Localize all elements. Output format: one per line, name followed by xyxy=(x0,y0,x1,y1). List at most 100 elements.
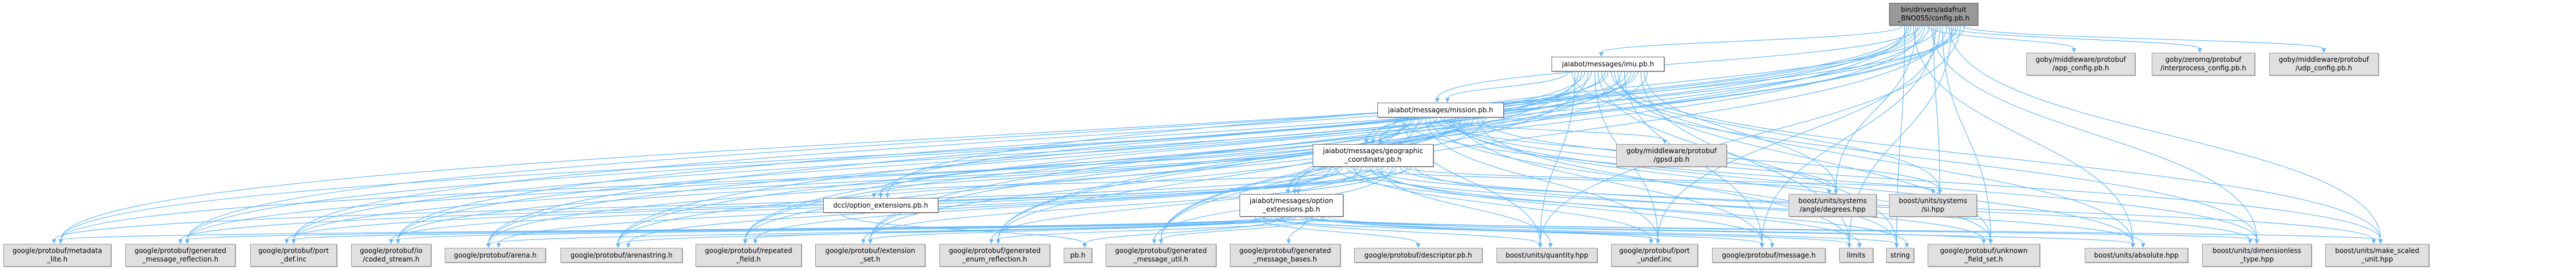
arrowhead-icon xyxy=(989,239,994,244)
node-enum-reflection[interactable]: google/protobuf/generated _enum_reflecti… xyxy=(939,244,1050,267)
node-port-def[interactable]: google/protobuf/port _def.inc xyxy=(250,244,337,267)
node-port-undef[interactable]: google/protobuf/port _undef.inc xyxy=(1611,244,1698,267)
arrowhead-icon xyxy=(2321,48,2326,53)
node-udp-config[interactable]: goby/middleware/protobuf /udp_config.pb.… xyxy=(2269,53,2379,75)
node-arena[interactable]: google/protobuf/arena.h xyxy=(445,248,546,263)
arrowhead-icon xyxy=(2248,239,2253,244)
node-label: google/protobuf/port _def.inc xyxy=(258,247,329,263)
node-message-bases[interactable]: google/protobuf/generated _message_bases… xyxy=(1230,244,1340,267)
node-metadata-lite[interactable]: google/protobuf/metadata _lite.h xyxy=(3,244,111,267)
edge-geographic-degrees xyxy=(1350,166,1830,191)
node-absolute[interactable]: boost/units/absolute.hpp xyxy=(2085,248,2188,263)
arrowhead-icon xyxy=(861,239,866,244)
arrowhead-icon xyxy=(178,239,183,244)
node-interprocess[interactable]: goby/zeromq/protobuf /interprocess_confi… xyxy=(2152,53,2255,75)
node-label: jaiabot/messages/geographic _coordinate.… xyxy=(1323,147,1423,163)
node-coded-stream[interactable]: google/protobuf/io /coded_stream.h xyxy=(351,244,431,267)
node-make-scaled[interactable]: boost/units/make_scaled _unit.hpp xyxy=(2325,244,2429,267)
arrowhead-icon xyxy=(389,239,394,244)
edge-mission-message_util xyxy=(1160,117,1419,241)
arrowhead-icon xyxy=(2072,48,2076,53)
edge-mission-port_def xyxy=(293,117,1474,241)
node-message[interactable]: google/protobuf/message.h xyxy=(1712,248,1825,263)
node-label: string xyxy=(1890,251,1910,259)
edge-imu-option_ext xyxy=(1287,71,1648,191)
edge-option_ext-coded_stream xyxy=(397,216,1314,241)
arrowhead-icon xyxy=(1655,239,1660,244)
node-repeated-field[interactable]: google/protobuf/repeated _field.h xyxy=(695,244,802,267)
node-dccl[interactable]: dccl/option_extensions.pb.h xyxy=(823,198,938,213)
edge-geographic-absolute xyxy=(1346,166,2144,244)
arrowhead-icon xyxy=(58,239,63,244)
node-label: google/protobuf/generated _enum_reflecti… xyxy=(948,247,1041,263)
node-descriptor[interactable]: google/protobuf/descriptor.pb.h xyxy=(1354,248,1482,263)
edge-imu-coded_stream xyxy=(397,71,1635,241)
edge-option_ext-dimensionless xyxy=(1303,216,2258,241)
node-mission[interactable]: jaiabot/messages/mission.pb.h xyxy=(1377,103,1504,117)
arrowhead-icon xyxy=(1827,189,1832,194)
arrowhead-icon xyxy=(185,239,189,244)
node-arenastring[interactable]: google/protobuf/arenastring.h xyxy=(560,248,682,263)
arrowhead-icon xyxy=(878,193,883,198)
arrowhead-icon xyxy=(486,243,491,248)
edge-root-make_scaled xyxy=(1949,25,2381,241)
node-option-ext[interactable]: jaiabot/messages/option _extensions.pb.h xyxy=(1239,194,1343,217)
edge-root-port_undef xyxy=(1657,25,1941,241)
arrowhead-icon xyxy=(1416,243,1420,248)
node-gpsd[interactable]: goby/middleware/protobuf /gpsd.pb.h xyxy=(1616,144,1727,167)
edge-mission-absolute xyxy=(1447,117,2134,244)
edge-imu-string xyxy=(1597,71,1898,244)
node-label: jaiabot/messages/mission.pb.h xyxy=(1388,106,1494,114)
edge-option_ext-message xyxy=(1320,216,1763,244)
edge-mission-dccl xyxy=(880,117,1437,195)
node-dimensionless[interactable]: boost/units/dimensionless _type.hpp xyxy=(2202,244,2312,267)
node-unknown-field-set[interactable]: google/protobuf/unknown _field_set.h xyxy=(1928,244,2040,267)
edge-imu-port_def xyxy=(293,71,1638,241)
edge-root-coded_stream xyxy=(397,25,1959,241)
node-label: goby/middleware/protobuf /app_config.pb.… xyxy=(2035,56,2126,72)
node-pb[interactable]: pb.h xyxy=(1064,248,1092,263)
node-message-util[interactable]: google/protobuf/generated _message_util.… xyxy=(1106,244,1216,267)
edge-mission-metadata_lite xyxy=(60,117,1464,241)
node-si[interactable]: boost/units/systems /si.hpp xyxy=(1889,194,1977,217)
edge-option_ext-pb xyxy=(1084,216,1283,244)
edge-geographic-dccl xyxy=(873,166,1385,195)
node-label: google/protobuf/repeated _field.h xyxy=(705,247,792,263)
edge-geographic-si xyxy=(1403,166,1934,191)
node-imu[interactable]: jaiabot/messages/imu.pb.h xyxy=(1551,57,1664,71)
node-label: goby/middleware/protobuf /gpsd.pb.h xyxy=(1626,147,1717,163)
node-label: google/protobuf/port _undef.inc xyxy=(1619,247,1690,263)
node-label: jaiabot/messages/option _extensions.pb.h xyxy=(1249,197,1334,213)
node-limits[interactable]: limits xyxy=(1839,248,1873,263)
arrowhead-icon xyxy=(1981,239,1986,244)
arrowhead-icon xyxy=(868,239,872,244)
edge-mission-dimensionless xyxy=(1399,117,2258,241)
edge-mission-arena xyxy=(488,117,1423,244)
arrowhead-icon xyxy=(1599,52,1604,57)
edge-imu-arenastring xyxy=(617,71,1631,244)
arrowhead-icon xyxy=(626,243,631,248)
node-app-config[interactable]: goby/middleware/protobuf /app_config.pb.… xyxy=(2026,53,2135,75)
arrowhead-icon xyxy=(2371,239,2376,244)
arrowhead-icon xyxy=(2141,243,2145,248)
arrowhead-icon xyxy=(1857,243,1862,248)
node-string[interactable]: string xyxy=(1886,248,1914,263)
edge-imu-mission xyxy=(1447,71,1569,99)
node-degrees[interactable]: boost/units/systems /angle/degrees.hpp xyxy=(1789,194,1877,217)
node-label: limits xyxy=(1846,251,1866,259)
node-geographic[interactable]: jaiabot/messages/geographic _coordinate.… xyxy=(1313,144,1434,167)
arrowhead-icon xyxy=(1286,239,1291,244)
node-gmr[interactable]: google/protobuf/generated _message_refle… xyxy=(125,244,235,267)
edge-mission-enum_reflection xyxy=(997,117,1408,241)
edge-geographic-quantity xyxy=(1380,166,1551,244)
node-quantity[interactable]: boost/units/quantity.hpp xyxy=(1496,248,1597,263)
node-extension-set[interactable]: google/protobuf/extension _set.h xyxy=(815,244,925,267)
node-root[interactable]: bin/drivers/adafruit _BNO055/config.pb.h xyxy=(1889,3,1978,26)
arrowhead-icon xyxy=(1937,189,1942,194)
edge-root-imu xyxy=(1600,25,1903,53)
node-label: google/protobuf/generated _message_util.… xyxy=(1115,247,1207,263)
edge-option_ext-absolute xyxy=(1327,216,2134,244)
arrowhead-icon xyxy=(1760,243,1764,248)
node-label: google/protobuf/arenastring.h xyxy=(570,251,673,259)
